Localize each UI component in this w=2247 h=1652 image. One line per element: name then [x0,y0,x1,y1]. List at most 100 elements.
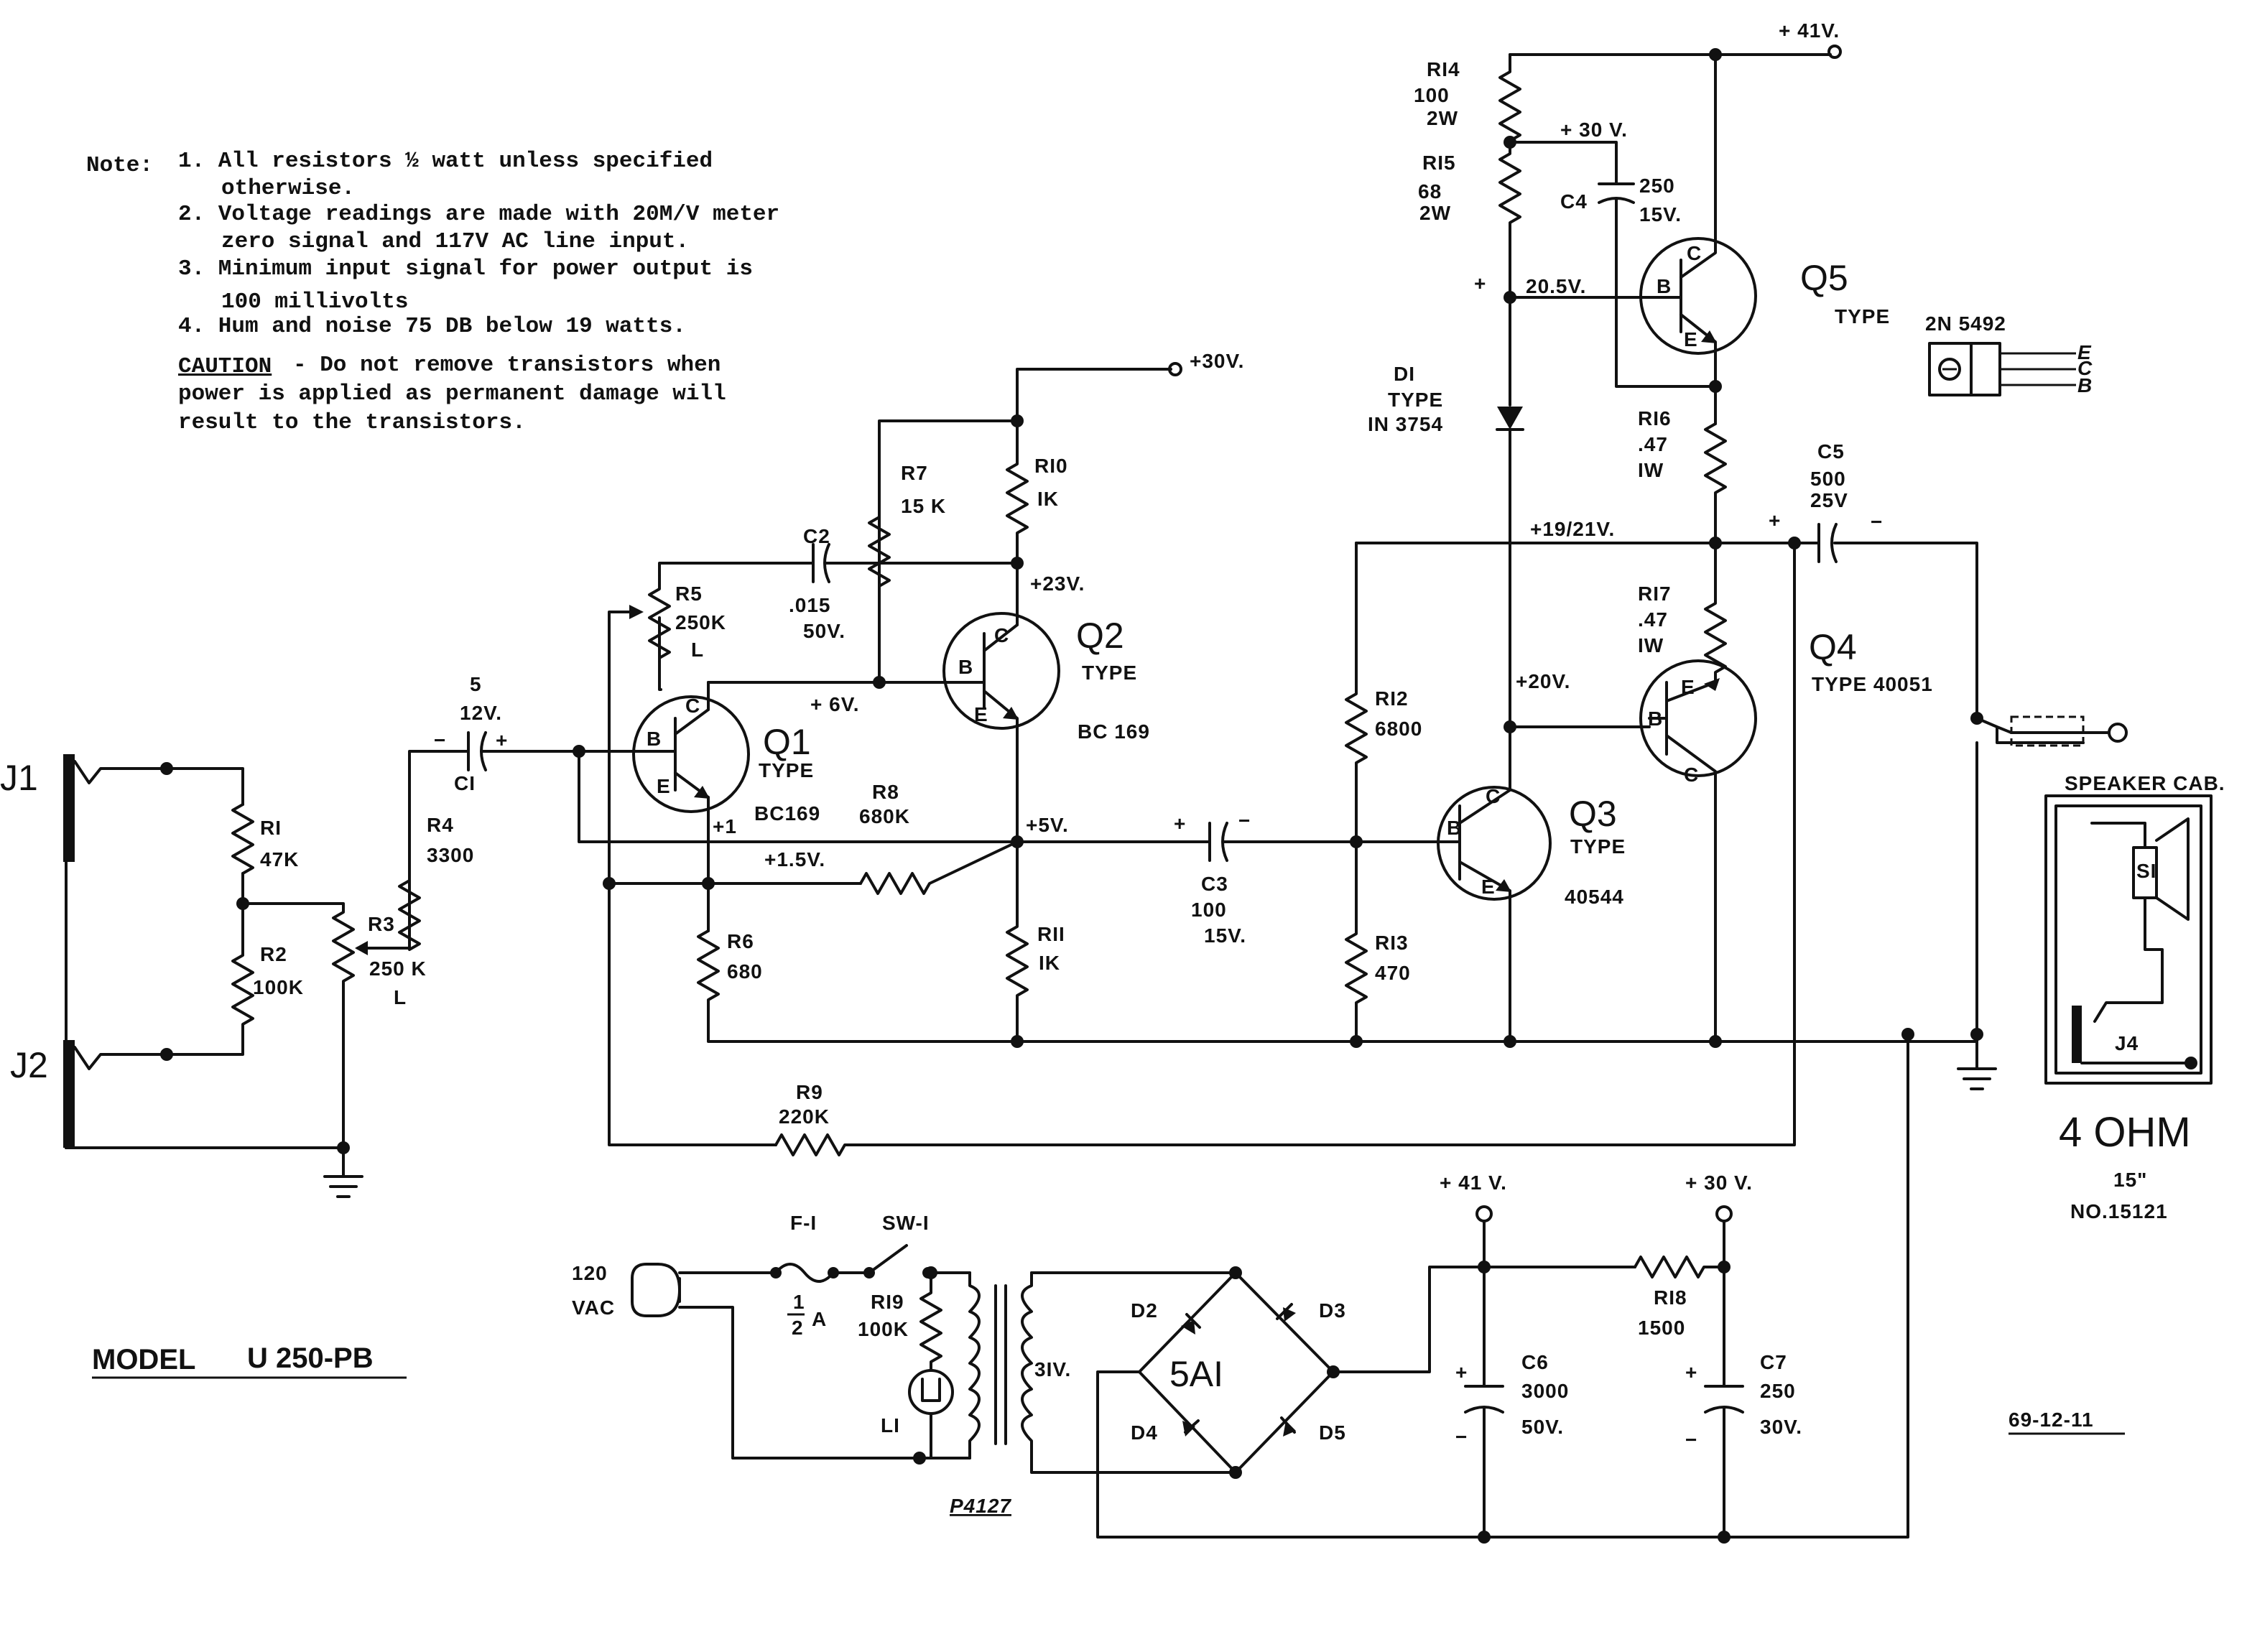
r6-name: R6 [727,930,754,952]
c6-voltage: 50V. [1521,1416,1564,1438]
q4-pin-c: C [1684,764,1699,786]
c6-plus: + [1455,1361,1468,1383]
q4-transistor-icon [1639,659,1757,777]
j2-jack-icon [63,1040,75,1148]
speaker-switch-label: SI [2136,860,2156,882]
ac-line-value: 120 [572,1262,608,1284]
c4-value: 250 [1639,175,1675,197]
ground-bus-input [65,1141,345,1149]
node-r9-fb [1788,537,1801,549]
r14-name: RI4 [1427,58,1460,80]
r18-name: RI8 [1654,1286,1687,1309]
lamp-label: LI [881,1414,900,1437]
q3-label: Q3 [1569,794,1617,834]
c3-minus: − [1238,809,1251,832]
q4-leads [1648,681,1717,1043]
d5-bar [1280,1416,1296,1434]
d4-label: D4 [1131,1421,1158,1444]
j4-jack-icon [2072,1006,2082,1063]
ac-line-unit: VAC [572,1296,615,1319]
c5-capacitor-icon [1817,523,1978,720]
speaker-wire-top [2090,822,2146,848]
r10-name: RI0 [1034,455,1068,477]
q4-label: Q4 [1809,627,1857,667]
r8-name: R8 [872,781,899,803]
c4-capacitor-icon [1598,182,1717,388]
d2-diode-icon [1181,1320,1195,1335]
r19-value: 100K [858,1318,909,1340]
caution-line-3: result to the transistors. [178,410,526,435]
node-c7-gnd [1718,1531,1731,1544]
d1-part: IN 3754 [1368,413,1443,435]
output-jack-icon [1975,717,2085,744]
c6-name: C6 [1521,1351,1549,1373]
title-block: MODEL U 250-PB 69-12-11 [92,1342,2125,1435]
j2-label: J2 [10,1045,48,1085]
q5-part: 2N 5492 [1925,312,2006,335]
c2-capacitor-icon [812,543,881,583]
q3-transistor-icon [1437,786,1552,901]
v-1: +1 [713,815,737,837]
q5-package-leads [2000,352,2076,386]
bridge-plus-wire [1332,1266,1636,1373]
r2-resistor-icon [165,932,254,1056]
note-1b: otherwise. [221,176,355,201]
q5-label: Q5 [1800,258,1848,298]
rail-41-terminal-icon [1827,45,1842,59]
speaker-cabinet: SPEAKER CAB. SI J4 4 OHM 15" NO.15121 [2044,772,2225,1222]
r9-resistor-icon [774,542,1796,1156]
r1-lead-top [165,767,244,806]
r5-pot-icon [648,573,671,662]
l1-lamp-filament [921,1363,941,1402]
q4-base-wire [1509,679,1651,728]
sec-voltage: 3IV. [1034,1358,1071,1380]
fuse-value-num: 1 [793,1291,805,1313]
r5-wiper-wire [608,611,631,885]
r1-resistor-icon [231,803,254,875]
node-j4 [2185,1057,2197,1069]
q1-part: BC169 [754,802,820,825]
fuse-icon [774,1263,871,1283]
j4-label: J4 [2115,1032,2139,1054]
node-q4-gnd [1709,1035,1722,1048]
speaker-title: SPEAKER CAB. [2065,772,2225,794]
v-20: +20V. [1516,670,1570,692]
r18-resistor-icon [1634,1256,1725,1279]
node-output-gnd [1970,1028,1983,1041]
q4-emitter-arrow-icon [1704,678,1720,691]
xfmr-secondary-icon [1021,1271,1237,1474]
q5-pkg-b: B [2077,374,2093,396]
q5-pkg-e: E [2077,341,2092,363]
r5-wiper-arrow-icon [629,605,644,619]
r11-resistor-icon [1006,840,1029,1043]
r2-name: R2 [260,943,287,965]
r17-resistor-icon [1704,542,1727,684]
node-j1 [160,762,173,775]
base-bias-wire [578,750,1019,843]
r7-value: 15 K [901,495,946,517]
v-1-5: +1.5V. [764,848,825,871]
d2-bar [1185,1313,1201,1329]
fuse-terminal-a [770,1267,782,1279]
note-4: 4. Hum and noise 75 DB below 19 watts. [178,314,686,339]
q2-label: Q2 [1076,616,1124,656]
r5-value: 250K [675,611,726,634]
ac-plug-icon [631,1263,659,1317]
date-code: 69-12-11 [2009,1409,2094,1431]
c1-name: CI [454,772,476,794]
v-6: + 6V. [810,693,860,715]
q2-pin-b: B [958,656,973,678]
c3-capacitor-icon [1016,822,1358,862]
q2-emitter-arrow-icon [1003,707,1019,720]
c2-left-wire [658,562,815,576]
c5-minus: − [1871,511,1883,533]
caution-line-1: - Do not remove transistors when [293,353,721,378]
c3-plus: + [1174,812,1186,835]
c3-name: C3 [1201,873,1228,895]
q5-type: TYPE [1835,305,1890,328]
r1-name: RI [260,817,282,839]
r16-resistor-icon [1704,422,1727,544]
j2-tip [73,1046,168,1070]
c3-voltage: 15V. [1204,924,1246,947]
speaker-box-inner [2054,804,2202,1075]
